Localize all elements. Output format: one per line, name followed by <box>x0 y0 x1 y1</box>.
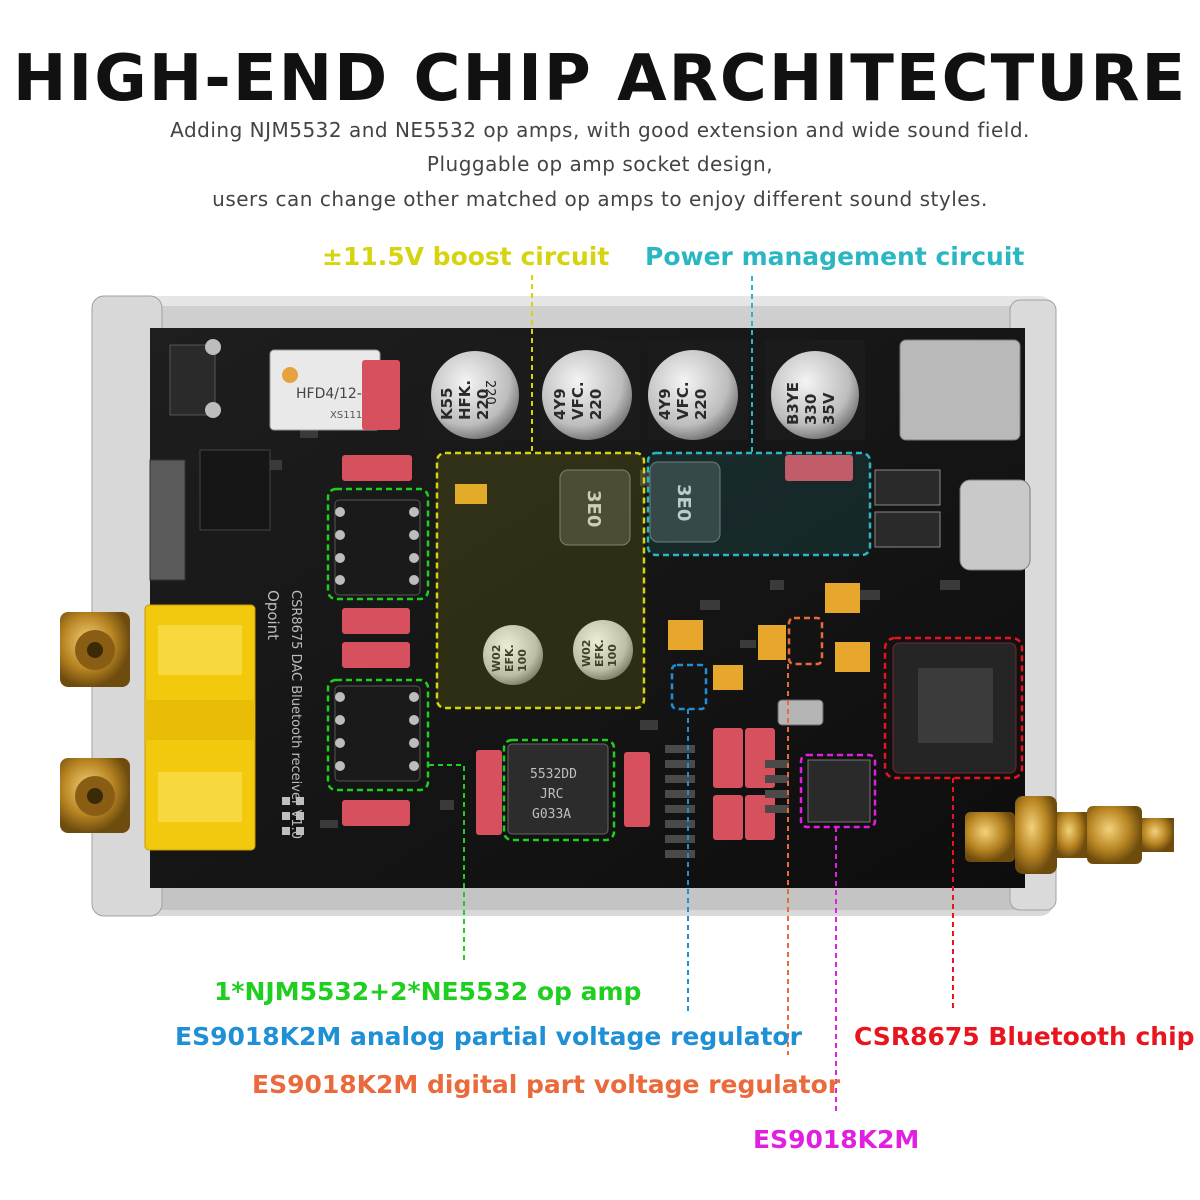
svg-text:G033A: G033A <box>532 807 571 822</box>
left-jack <box>149 459 186 581</box>
usb-c-port <box>959 479 1031 571</box>
svg-text:220: 220 <box>692 389 710 420</box>
svg-text:5532DD: 5532DD <box>530 767 577 782</box>
svg-text:EFK.: EFK. <box>503 644 516 672</box>
bluetooth-chip-label: CSR8675 Bluetooth chip <box>854 1022 1195 1051</box>
rca-jacks <box>60 612 130 833</box>
svg-text:3E0: 3E0 <box>583 490 604 527</box>
svg-text:HFK.: HFK. <box>456 380 474 420</box>
svg-text:VFC.: VFC. <box>674 381 692 420</box>
digital-regulator-label: ES9018K2M digital part voltage regulator <box>252 1070 841 1099</box>
page-title: HIGH-END CHIP ARCHITECTURE <box>12 42 1188 116</box>
boost-circuit-label: ±11.5V boost circuit <box>322 242 610 271</box>
svg-text:3E0: 3E0 <box>673 484 694 521</box>
svg-text:W02: W02 <box>580 640 593 667</box>
svg-text:100: 100 <box>606 644 619 667</box>
switch-block <box>199 449 271 531</box>
svg-text:W02: W02 <box>490 645 503 672</box>
bluetooth-chip-box <box>883 636 1024 780</box>
yellow-rca-housing <box>144 604 256 851</box>
crystal-oscillator <box>777 699 824 726</box>
csr8675-module <box>892 642 1017 774</box>
svg-text:JRC: JRC <box>540 787 563 802</box>
svg-text:B3YE: B3YE <box>784 382 802 425</box>
power-management-label: Power management circuit <box>645 242 1025 271</box>
svg-text:330: 330 <box>802 394 820 425</box>
svg-text:220: 220 <box>482 380 497 405</box>
subtitle-line-2: Pluggable op amp socket design, <box>426 152 774 176</box>
antenna-connector <box>965 796 1174 874</box>
svg-text:CSR8675 DAC Bluetooth receiver: CSR8675 DAC Bluetooth receiver V1.0 <box>288 590 303 839</box>
tantalum-capacitors <box>455 484 870 690</box>
es9018k2m-chip <box>807 759 871 823</box>
svg-text:4Y9: 4Y9 <box>656 388 674 420</box>
svg-text:220: 220 <box>474 389 492 420</box>
svg-text:4Y9: 4Y9 <box>551 388 569 420</box>
analog-regulator-label: ES9018K2M analog partial voltage regulat… <box>175 1022 802 1051</box>
capacitor-markings: K55 HFK. 220 4Y9 VFC. 220 4Y9 VFC. 220 B… <box>438 380 838 425</box>
subtitle-line-3: users can change other matched op amps t… <box>212 187 988 211</box>
boost-circuit-box <box>435 451 646 710</box>
svg-text:HFD4/12-S: HFD4/12-S <box>296 386 371 402</box>
diodes-right <box>874 469 941 548</box>
header-pins-top-left <box>169 339 221 418</box>
resistor-array <box>665 745 789 858</box>
svg-text:100: 100 <box>516 649 529 672</box>
opamp-label: 1*NJM5532+2*NE5532 op amp <box>214 977 642 1006</box>
opamp-box-2 <box>326 678 430 792</box>
digital-regulator-box <box>787 616 824 666</box>
svg-text:220: 220 <box>587 389 605 420</box>
opamp-leader <box>428 764 465 960</box>
svg-text:K55: K55 <box>438 388 456 421</box>
boost-inductors: 3E0 3E0 <box>559 461 721 546</box>
dc-power-jack <box>899 339 1021 441</box>
electrolytic-capacitors: 220 <box>430 340 865 440</box>
power-management-box <box>646 451 872 557</box>
opamp-box-1 <box>326 487 430 601</box>
small-capacitors: W02 EFK. 100 W02 EFK. 100 <box>483 620 633 685</box>
film-capacitors <box>342 360 853 840</box>
svg-text:EFK.: EFK. <box>593 639 606 667</box>
svg-text:35V: 35V <box>820 392 838 425</box>
svg-text:Opoint: Opoint <box>264 590 282 640</box>
svg-text:VFC.: VFC. <box>569 381 587 420</box>
svg-text:XS1115: XS1115 <box>330 410 369 421</box>
dac-chip-box <box>799 753 877 829</box>
op-amp-chips: 5532DD JRC G033A <box>334 499 609 835</box>
subtitle-line-1: Adding NJM5532 and NE5532 op amps, with … <box>170 118 1030 142</box>
opamp-box-3 <box>502 738 616 842</box>
relay-component: HFD4/12-S XS1115 <box>269 349 381 431</box>
pcb-silkscreen: Opoint CSR8675 DAC Bluetooth receiver V1… <box>264 590 303 839</box>
dac-chip-label: ES9018K2M <box>753 1125 920 1154</box>
header-pins-bottom <box>282 797 304 835</box>
